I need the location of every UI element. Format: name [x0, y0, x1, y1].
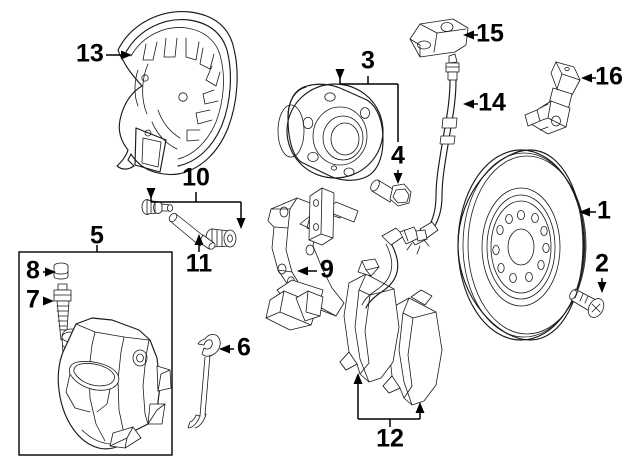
callout-9: 9 — [297, 256, 334, 284]
callout-14-label: 14 — [478, 89, 506, 117]
callout-13-label: 13 — [76, 40, 104, 68]
callout-3-label: 3 — [361, 47, 375, 75]
part-guide-pin-boot-kit[interactable] — [141, 199, 237, 248]
part-wheel-hub-bearing[interactable] — [277, 83, 384, 181]
callout-13: 13 — [76, 40, 132, 68]
callout-10: 10 — [146, 164, 246, 229]
callout-1: 1 — [579, 197, 611, 225]
part-hub-flange-bolt[interactable] — [369, 179, 412, 207]
part-abs-wheel-speed-sensor[interactable] — [524, 61, 581, 135]
caliper-group-box — [18, 251, 173, 456]
callout-14: 14 — [463, 89, 506, 117]
callout-2-label: 2 — [595, 250, 609, 278]
callout-6: 6 — [219, 334, 251, 362]
part-pad-wear-sensor-lead — [361, 226, 428, 309]
callout-12: 12 — [353, 373, 425, 453]
callout-8: 8 — [26, 257, 56, 285]
callout-2: 2 — [595, 250, 609, 293]
callout-15-label: 15 — [476, 20, 504, 48]
callout-4-label: 4 — [391, 142, 405, 170]
callout-3: 3 — [335, 47, 399, 142]
part-brake-dust-splash-shield[interactable] — [116, 11, 238, 176]
part-rotor-retaining-screw[interactable] — [568, 288, 607, 320]
callout-8-label: 8 — [26, 257, 40, 285]
part-brake-rotor-disc[interactable] — [457, 149, 587, 341]
part-caliper-guide-pin[interactable] — [168, 212, 217, 251]
callout-4: 4 — [391, 142, 405, 184]
callout-12-label: 12 — [376, 425, 404, 453]
callout-9-label: 9 — [320, 256, 334, 284]
callout-7: 7 — [26, 286, 54, 314]
part-brake-hydraulic-hose[interactable] — [406, 53, 460, 255]
callout-16: 16 — [581, 63, 623, 91]
callout-16-label: 16 — [595, 63, 623, 91]
part-caliper-mounting-bracket[interactable] — [265, 187, 359, 331]
part-brake-hose-bracket[interactable] — [409, 18, 469, 58]
callout-15: 15 — [463, 20, 504, 48]
callout-11: 11 — [186, 234, 213, 278]
callout-5: 5 — [90, 222, 104, 252]
callout-10-label: 10 — [182, 164, 210, 192]
callout-5-label: 5 — [90, 222, 104, 250]
part-brake-caliper-assembly[interactable] — [57, 317, 172, 450]
part-pad-retaining-spring[interactable] — [187, 333, 221, 429]
callout-7-label: 7 — [26, 286, 40, 314]
callout-1-label: 1 — [597, 197, 611, 225]
callout-6-label: 6 — [237, 334, 251, 362]
part-brake-pad-set[interactable] — [339, 258, 443, 406]
callout-11-label: 11 — [186, 250, 213, 278]
part-bleeder-screw-cap[interactable] — [53, 262, 69, 280]
